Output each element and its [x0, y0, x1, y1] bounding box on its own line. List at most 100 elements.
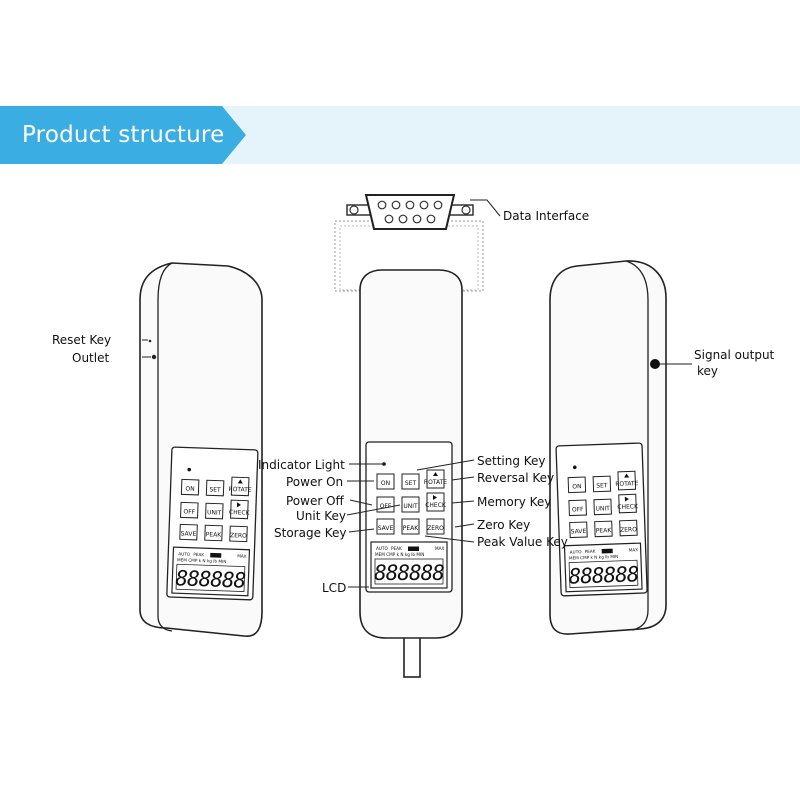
- center-peak-key[interactable]: PEAK: [401, 518, 420, 535]
- right-rotate-key[interactable]: ROTATE: [615, 470, 639, 491]
- right-set-key[interactable]: SET: [592, 475, 612, 493]
- svg-text:PEAK: PEAK: [403, 525, 420, 532]
- svg-text:PEAK: PEAK: [596, 527, 613, 535]
- label-zero-key: Zero Key: [477, 518, 530, 532]
- left-unit-key[interactable]: UNIT: [205, 502, 224, 520]
- svg-text:OFF: OFF: [183, 508, 195, 515]
- left-peak-key[interactable]: PEAK: [204, 524, 223, 542]
- svg-text:AUTO: AUTO: [570, 549, 583, 554]
- center-rotate-key[interactable]: ROTATE: [424, 469, 447, 489]
- center-save-key[interactable]: SAVE: [376, 518, 395, 535]
- label-data-interface: Data Interface: [503, 209, 589, 223]
- label-peak-value-key: Peak Value Key: [477, 535, 568, 549]
- svg-text:SAVE: SAVE: [378, 525, 394, 532]
- right-right-arrow-icon: [624, 496, 629, 502]
- left-set-key[interactable]: SET: [205, 479, 225, 497]
- svg-text:SAVE: SAVE: [571, 528, 587, 536]
- svg-text:MEM CMP k N kg lb MIN: MEM CMP k N kg lb MIN: [569, 554, 619, 561]
- svg-text:MAX: MAX: [629, 547, 639, 552]
- center-callouts: [346, 459, 475, 588]
- svg-text:MEM CMP k N kg lb MIN: MEM CMP k N kg lb MIN: [177, 557, 227, 564]
- label-lcd: LCD: [322, 581, 346, 595]
- right-off-key[interactable]: OFF: [568, 499, 587, 517]
- svg-text:ZERO: ZERO: [427, 525, 444, 532]
- section-banner: Product structure: [0, 106, 800, 164]
- banner-title: Product structure: [22, 122, 225, 148]
- center-right-arrow-icon: [433, 495, 437, 500]
- svg-text:CHECK: CHECK: [617, 503, 639, 511]
- svg-text:CHECK: CHECK: [229, 509, 251, 517]
- svg-text:ON: ON: [185, 485, 194, 492]
- center-up-arrow-icon: [433, 472, 438, 476]
- svg-text:ZERO: ZERO: [230, 532, 247, 540]
- label-power-off: Power Off: [286, 494, 345, 508]
- left-on-key[interactable]: ON: [180, 478, 200, 496]
- svg-text:ROTATE: ROTATE: [228, 486, 252, 494]
- data-interface-connector: [334, 194, 501, 292]
- left-check-key[interactable]: CHECK: [229, 499, 251, 520]
- svg-text:OFF: OFF: [380, 503, 392, 510]
- label-outlet: Outlet: [72, 351, 109, 365]
- right-on-key[interactable]: ON: [567, 476, 587, 494]
- left-rotate-key[interactable]: ROTATE: [228, 476, 252, 497]
- left-off-key[interactable]: OFF: [180, 501, 199, 519]
- right-indicator-light: [572, 465, 577, 470]
- label-unit-key: Unit Key: [296, 509, 346, 523]
- center-set-key[interactable]: SET: [401, 473, 420, 490]
- right-up-arrow-icon: [624, 473, 630, 478]
- center-check-key[interactable]: CHECK: [425, 492, 447, 512]
- label-signal-output-2: key: [697, 364, 718, 378]
- svg-text:PEAK: PEAK: [391, 546, 402, 551]
- svg-text:AUTO: AUTO: [376, 546, 388, 551]
- label-reset-key: Reset Key: [52, 333, 111, 347]
- label-setting-key: Setting Key: [477, 454, 546, 468]
- svg-text:UNIT: UNIT: [207, 509, 222, 517]
- left-zero-key[interactable]: ZERO: [229, 525, 248, 543]
- left-up-arrow-icon: [237, 479, 243, 484]
- label-signal-output-1: Signal output: [694, 348, 775, 362]
- svg-text:888888: 888888: [175, 566, 246, 592]
- svg-text:AUTO: AUTO: [178, 551, 191, 556]
- svg-text:MAX: MAX: [435, 546, 444, 551]
- label-reversal-key: Reversal Key: [477, 471, 554, 485]
- svg-text:ON: ON: [381, 480, 390, 487]
- svg-text:UNIT: UNIT: [595, 505, 610, 513]
- right-unit-key[interactable]: UNIT: [593, 498, 612, 516]
- svg-text:CHECK: CHECK: [425, 502, 447, 509]
- svg-text:ROTATE: ROTATE: [424, 479, 447, 486]
- center-off-key[interactable]: OFF: [376, 496, 395, 513]
- svg-text:SAVE: SAVE: [181, 530, 197, 538]
- left-right-arrow-icon: [236, 502, 242, 508]
- right-zero-key[interactable]: ZERO: [619, 519, 638, 537]
- center-unit-key[interactable]: UNIT: [401, 496, 420, 513]
- svg-text:ON: ON: [572, 483, 581, 490]
- svg-text:ROTATE: ROTATE: [615, 480, 639, 488]
- right-check-key[interactable]: CHECK: [617, 493, 639, 514]
- label-memory-key: Memory Key: [477, 495, 551, 509]
- svg-text:OFF: OFF: [572, 506, 584, 513]
- svg-text:PEAK: PEAK: [585, 549, 596, 554]
- right-save-key[interactable]: SAVE: [569, 521, 588, 539]
- svg-text:ZERO: ZERO: [620, 526, 637, 534]
- svg-text:888888: 888888: [374, 561, 444, 585]
- left-save-key[interactable]: SAVE: [179, 523, 198, 541]
- label-power-on: Power On: [286, 475, 343, 489]
- svg-text:PEAK: PEAK: [206, 531, 223, 539]
- right-peak-key[interactable]: PEAK: [594, 520, 613, 538]
- svg-text:888888: 888888: [568, 562, 639, 588]
- svg-text:PEAK: PEAK: [193, 552, 204, 557]
- label-storage-key: Storage Key: [274, 526, 347, 540]
- center-zero-key[interactable]: ZERO: [426, 518, 445, 535]
- svg-text:MEM CMP k N kg lb MIN: MEM CMP k N kg lb MIN: [375, 552, 424, 557]
- label-indicator-light: Indicator Light: [258, 458, 345, 472]
- svg-text:MAX: MAX: [237, 553, 247, 558]
- svg-text:SET: SET: [209, 486, 221, 493]
- banner-arrow-shape: [0, 106, 246, 164]
- center-on-key[interactable]: ON: [376, 473, 395, 490]
